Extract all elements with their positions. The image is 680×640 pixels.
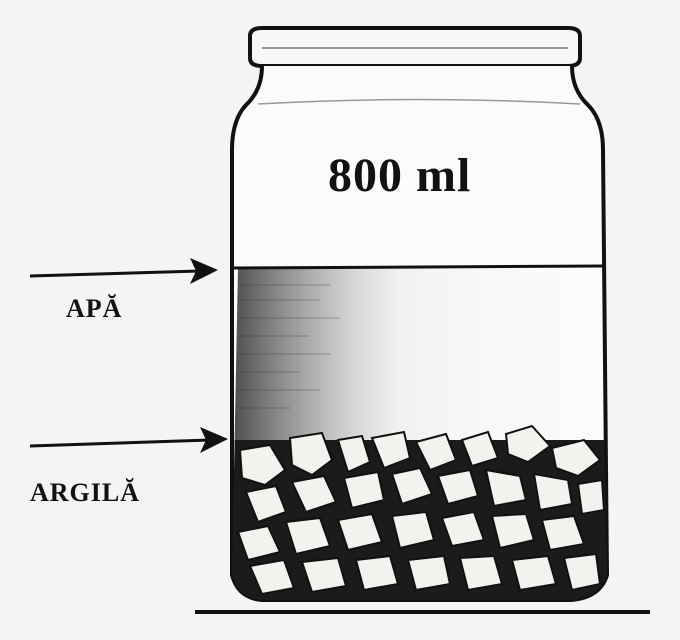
clay-label: ARGILĂ	[30, 478, 141, 507]
clay-arrow	[29, 427, 228, 453]
water-layer	[232, 268, 607, 446]
water-surface	[233, 264, 604, 270]
water-arrow	[29, 258, 218, 284]
clay-layer	[232, 424, 607, 600]
jar-volume-label: 800 ml	[328, 149, 472, 202]
water-label: APĂ	[66, 294, 123, 323]
jar-lid	[248, 26, 582, 68]
